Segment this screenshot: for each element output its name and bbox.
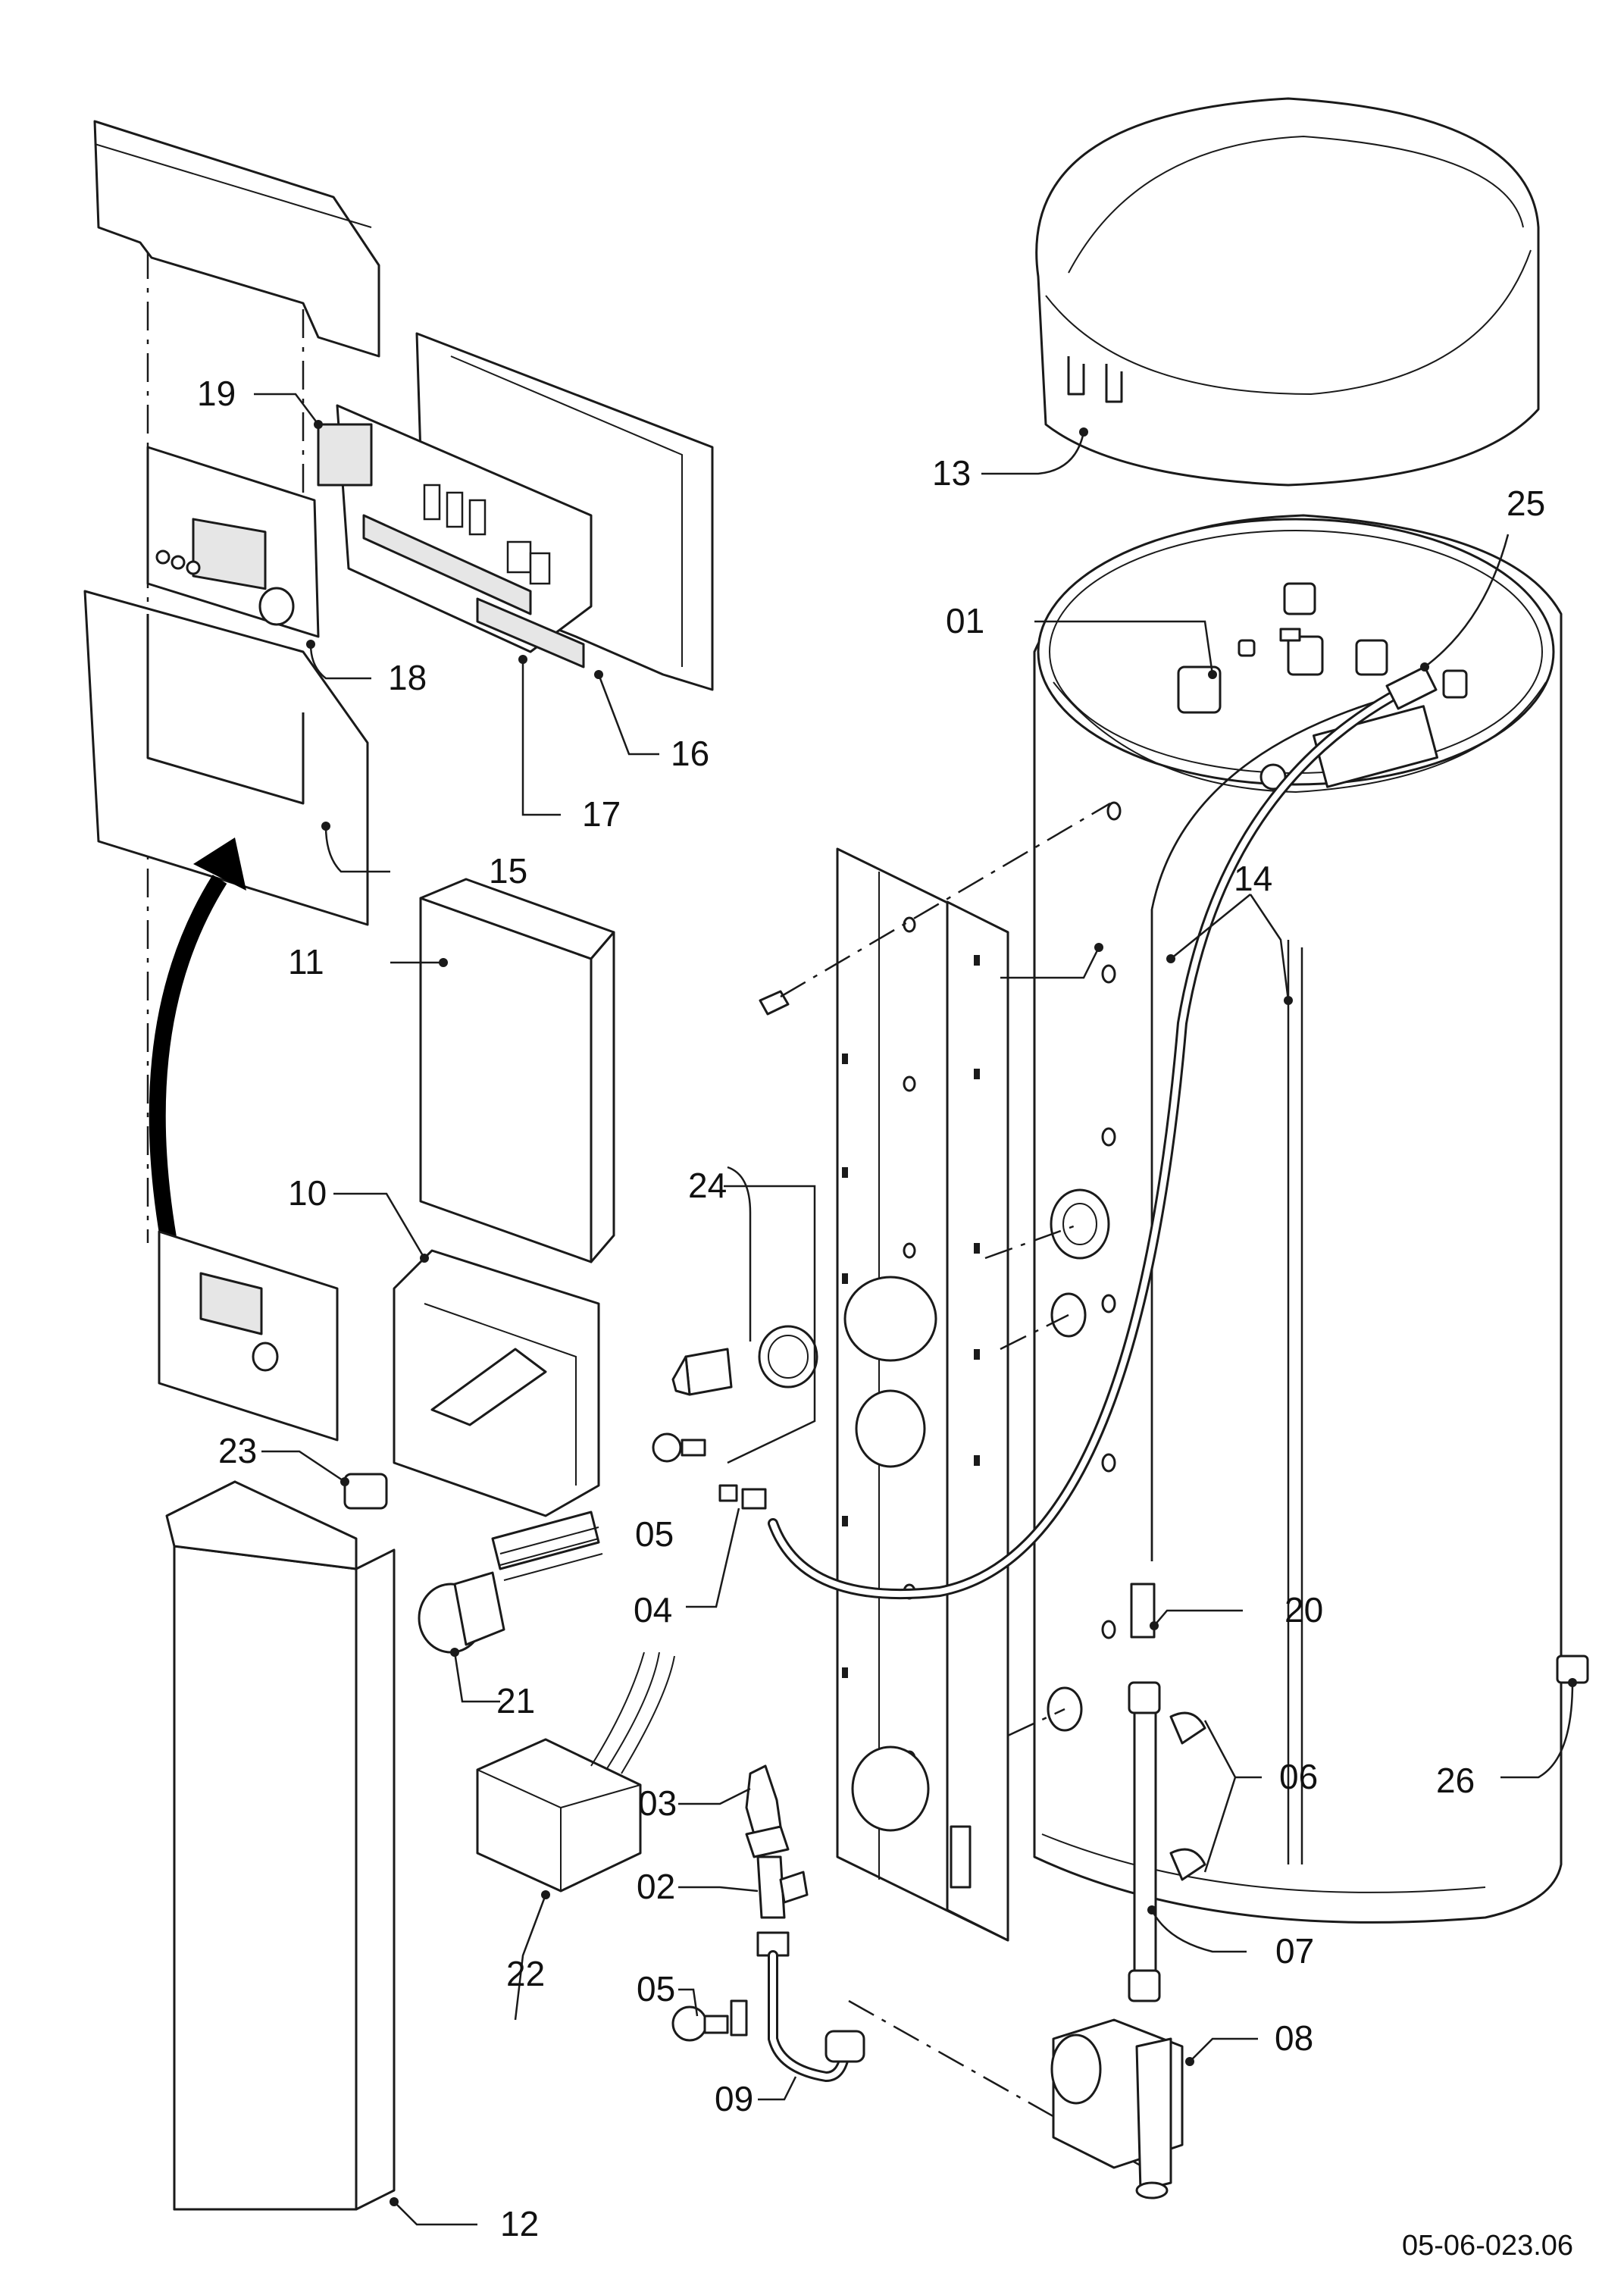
part-labels: 01 25 13 14 24 05 04 20 26 06 03 02 07 0… xyxy=(197,374,1573,2262)
label-17: 17 xyxy=(582,794,621,834)
label-22: 22 xyxy=(506,1954,545,1993)
part-16-control-box-housing xyxy=(317,332,714,691)
label-05a: 05 xyxy=(635,1514,674,1554)
label-05b: 05 xyxy=(637,1969,675,2008)
label-26: 26 xyxy=(1436,1761,1475,1800)
part-15-control-front-cover xyxy=(83,120,380,926)
label-02: 02 xyxy=(637,1867,675,1906)
label-04: 04 xyxy=(634,1590,672,1630)
label-10: 10 xyxy=(288,1173,327,1213)
leader-dots xyxy=(306,420,1577,2206)
label-11: 11 xyxy=(288,942,324,982)
part-13-top-cover xyxy=(1035,97,1540,487)
label-09: 09 xyxy=(715,2079,753,2118)
label-16: 16 xyxy=(671,734,709,773)
label-13: 13 xyxy=(932,453,971,493)
front-mounting-rail xyxy=(759,847,1009,1942)
drawing-reference: 05-06-023.06 xyxy=(1402,2230,1573,2262)
label-07: 07 xyxy=(1275,1931,1314,1971)
label-12: 12 xyxy=(500,2204,539,2243)
label-03: 03 xyxy=(638,1783,677,1823)
label-23: 23 xyxy=(218,1431,257,1470)
label-14: 14 xyxy=(1234,859,1272,898)
label-06: 06 xyxy=(1279,1757,1318,1796)
label-19: 19 xyxy=(197,374,236,413)
label-20: 20 xyxy=(1284,1590,1323,1630)
leader-lines xyxy=(254,393,1574,2226)
label-18: 18 xyxy=(388,658,427,697)
label-01: 01 xyxy=(946,601,984,640)
label-25: 25 xyxy=(1507,484,1545,523)
part-18-controller xyxy=(146,446,320,638)
label-08: 08 xyxy=(1275,2018,1313,2058)
label-21: 21 xyxy=(496,1681,535,1720)
label-15: 15 xyxy=(489,851,527,891)
label-24: 24 xyxy=(688,1166,727,1205)
storage-tank-cylinder xyxy=(1033,514,1589,1924)
